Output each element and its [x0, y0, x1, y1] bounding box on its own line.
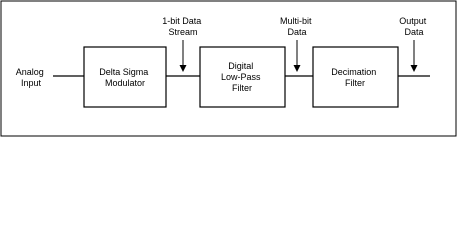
output-data-label: Output Data	[399, 16, 429, 37]
block-diagram: Analog Input Delta Sigma Modulator 1-bit…	[0, 0, 457, 137]
decimation-filter-block	[312, 46, 399, 108]
one-bit-data-stream-label: 1-bit Data Stream	[162, 16, 204, 37]
digital-low-pass-filter-label: Digital Low-Pass Filter	[221, 61, 263, 93]
digital-low-pass-filter-block	[199, 46, 286, 108]
analog-input-label: Analog Input	[16, 67, 47, 88]
diagram-frame	[0, 0, 457, 137]
diagram-canvas: Analog Input Delta Sigma Modulator 1-bit…	[0, 0, 457, 137]
delta-sigma-modulator-label: Delta Sigma Modulator	[99, 67, 151, 88]
decimation-filter-label: Decimation Filter	[331, 67, 379, 88]
delta-sigma-modulator-block	[83, 46, 167, 108]
multi-bit-data-label: Multi-bit Data	[280, 16, 314, 37]
